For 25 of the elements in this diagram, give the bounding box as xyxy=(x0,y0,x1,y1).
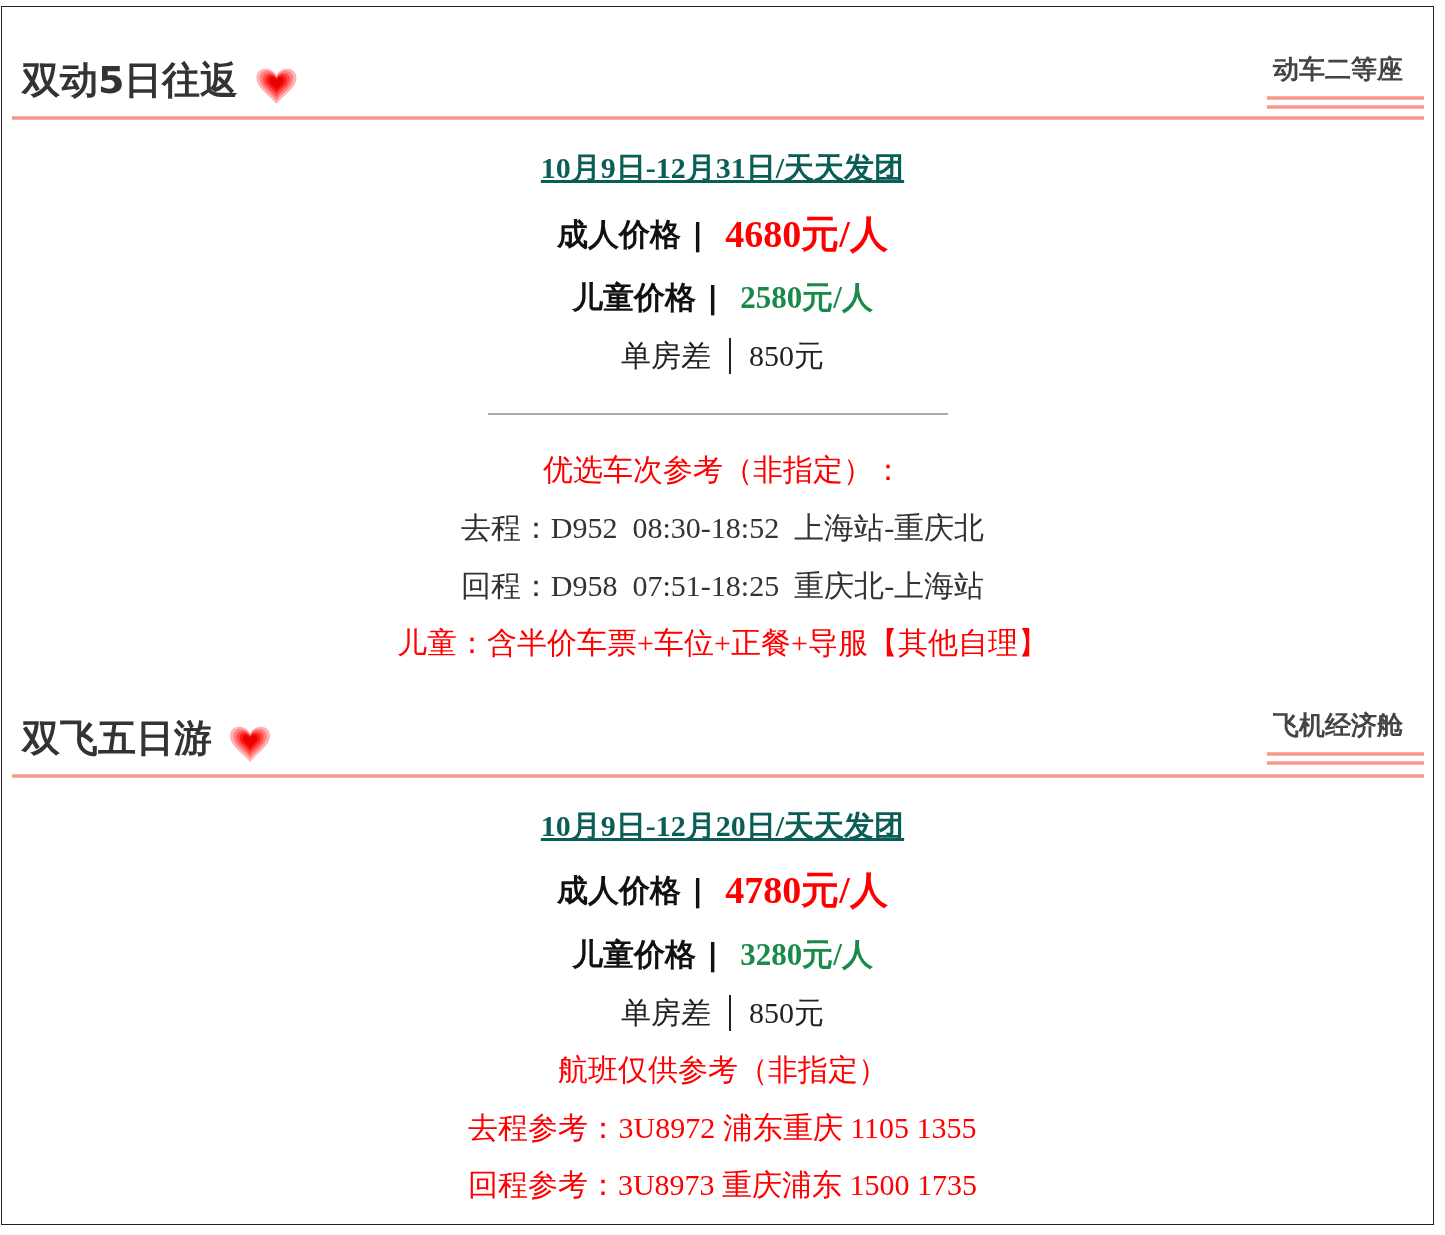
section-heading: 双飞五日游 xyxy=(22,716,212,762)
adult-price: 4780元/人 xyxy=(725,868,888,914)
price-label: 儿童价格 | xyxy=(572,279,719,317)
schedule-text: 回程：D958 07:51-18:25 重庆北-上海站 xyxy=(460,568,985,604)
transport-class-tag: 飞机经济舱 xyxy=(1273,710,1403,742)
departure-dates-link: 10月9日-12月31日/天天发团 xyxy=(540,150,905,186)
note-text: 航班仅供参考（非指定） xyxy=(557,1052,888,1088)
single-room-supplement: 850元 xyxy=(749,995,824,1031)
note-text: 优选车次参考（非指定）： xyxy=(542,452,903,488)
adult-price: 4680元/人 xyxy=(725,212,888,258)
child-price: 3280元/人 xyxy=(740,936,873,974)
child-price: 2580元/人 xyxy=(740,279,873,317)
section-heading: 双动5日往返 xyxy=(22,58,239,104)
single-room-supplement: 850元 xyxy=(749,338,824,374)
price-label: 儿童价格 | xyxy=(572,936,719,974)
note-text: 去程参考：3U8972 浦东重庆 1105 1355 xyxy=(468,1110,977,1146)
schedule-text: 去程：D952 08:30-18:52 上海站-重庆北 xyxy=(460,510,985,546)
note-text: 回程参考：3U8973 重庆浦东 1500 1735 xyxy=(467,1167,978,1203)
single-room-supplement: 单房差 xyxy=(621,338,711,374)
note-text: 儿童：含半价车票+车位+正餐+导服【其他自理】 xyxy=(397,625,1048,661)
departure-dates-link: 10月9日-12月20日/天天发团 xyxy=(540,808,905,844)
price-label: 成人价格 | xyxy=(557,872,704,910)
transport-class-tag: 动车二等座 xyxy=(1273,54,1403,86)
price-label: 成人价格 | xyxy=(557,216,704,254)
single-room-supplement: 单房差 xyxy=(621,995,711,1031)
